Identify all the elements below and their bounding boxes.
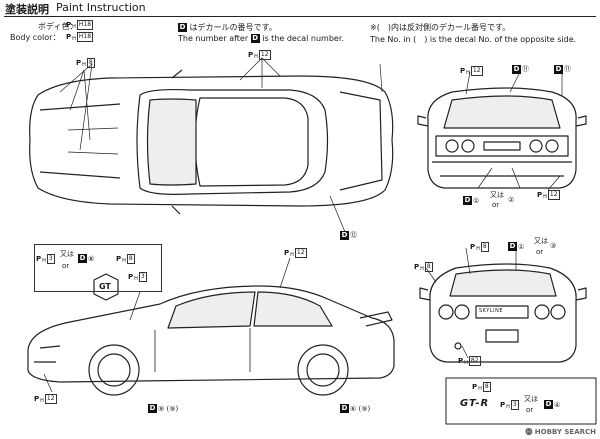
callout-front-or-jp: 又は — [490, 191, 504, 199]
side-view-car — [27, 285, 395, 396]
header-rule — [4, 16, 596, 17]
callout-front-or-en: or — [492, 201, 500, 209]
callout-front-decal-b: ② — [508, 196, 515, 204]
rear-view-car — [419, 263, 587, 363]
side-gt-inset-frame — [34, 244, 162, 292]
callout-rear-or-jp: 又は — [534, 237, 548, 245]
body-color-label-jp: ボディ色： — [38, 22, 78, 31]
callout-side-or-en: or — [62, 262, 70, 270]
callout-side-or-jp: 又は — [60, 250, 74, 258]
opposite-note-en: The No. in ( ) is the decal No. of the o… — [370, 35, 577, 44]
callout-rear-or-en: or — [536, 248, 544, 256]
opposite-note-jp: ※( )内は反対側のデカール番号です。 — [370, 23, 511, 32]
decal-note-jp: D はデカールの番号です。 — [178, 23, 277, 32]
gtr-badge-text: GT-R — [460, 398, 490, 409]
decal-note-en: The number after D is the decal number. — [178, 34, 344, 43]
callout-badge-or-jp: 又は — [524, 395, 538, 403]
callout-rear-d2: ③ — [550, 242, 557, 250]
title-jp: 塗装説明 — [5, 3, 49, 16]
title-en: Paint Instruction — [56, 1, 146, 14]
callout-badge-or-en: or — [526, 406, 534, 414]
body-color-label-en: Body color： — [10, 33, 61, 42]
gt-badge-box — [93, 273, 119, 301]
hobby-search-credit: 🅗 HOBBY SEARCH — [525, 428, 596, 436]
badge-inset-frame — [445, 377, 597, 425]
rear-plate-text: SKYLINE — [479, 308, 503, 314]
gt-badge-text: GT — [99, 282, 111, 291]
top-view-car — [29, 69, 394, 215]
front-view-car — [417, 87, 587, 189]
